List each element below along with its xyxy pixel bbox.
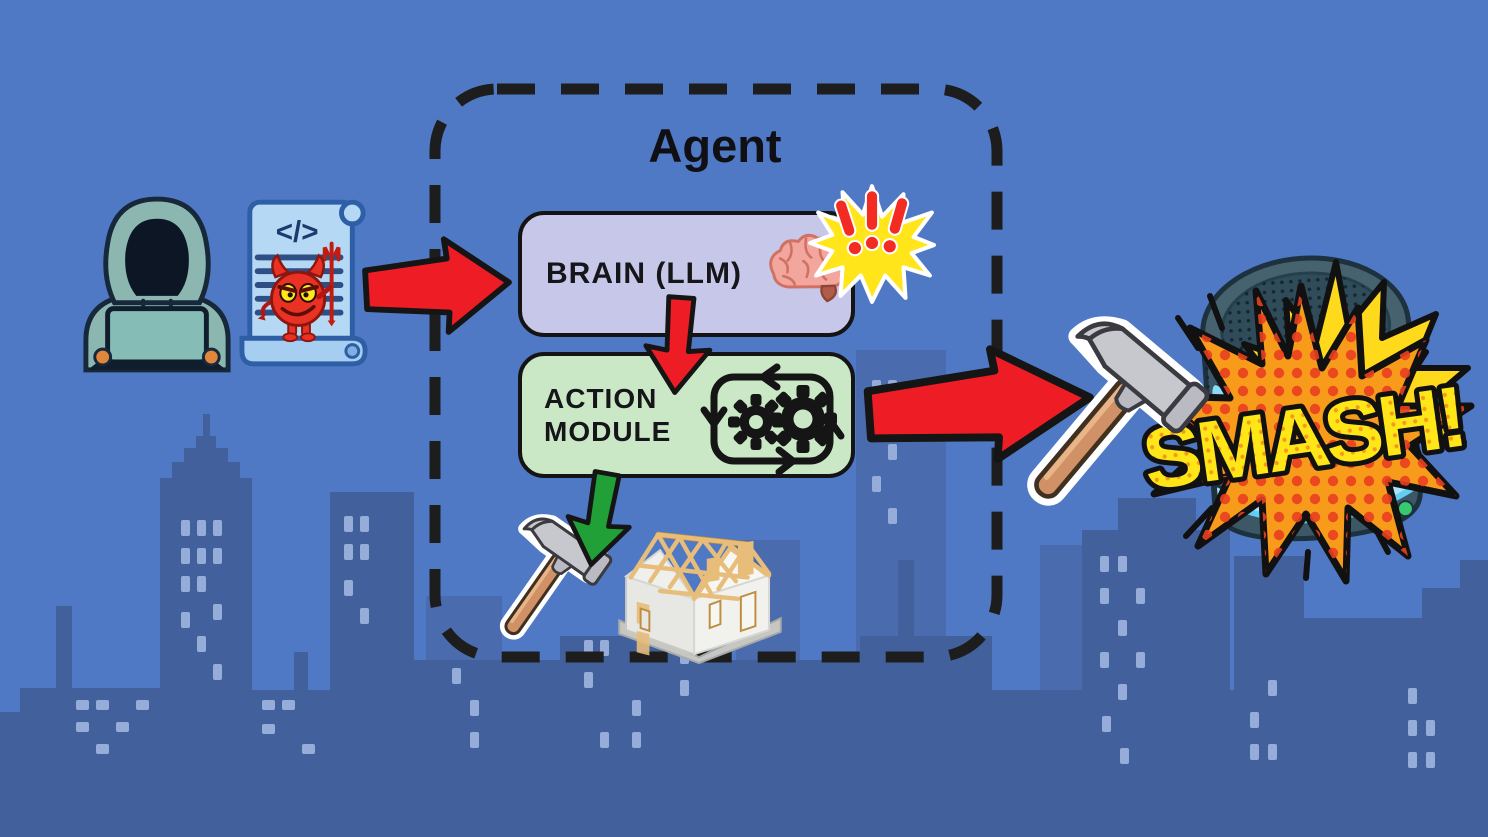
house-construction-icon xyxy=(618,531,782,665)
hacker-icon xyxy=(83,196,231,373)
red-arrow-brain-to-action xyxy=(643,294,713,395)
hammer-icon xyxy=(499,514,613,640)
alert-exclamations-icon xyxy=(808,184,936,304)
devil-icon xyxy=(257,241,341,343)
code-icon: </> xyxy=(276,216,319,249)
malicious-script-scroll-icon: </> xyxy=(239,199,368,367)
red-arrow-to-brain xyxy=(362,236,512,335)
smash-burst-icon: SMASH! xyxy=(1132,259,1475,585)
action-module-label: ACTION MODULE xyxy=(544,382,672,447)
gears-cycle-icon xyxy=(700,363,845,476)
red-arrow-to-speaker xyxy=(863,345,1094,464)
brain-llm-label: BRAIN (LLM) xyxy=(546,257,742,290)
green-arrow-action-to-build xyxy=(565,469,632,567)
hammer-icon-large xyxy=(1027,316,1210,506)
agent-title: Agent xyxy=(648,119,782,172)
